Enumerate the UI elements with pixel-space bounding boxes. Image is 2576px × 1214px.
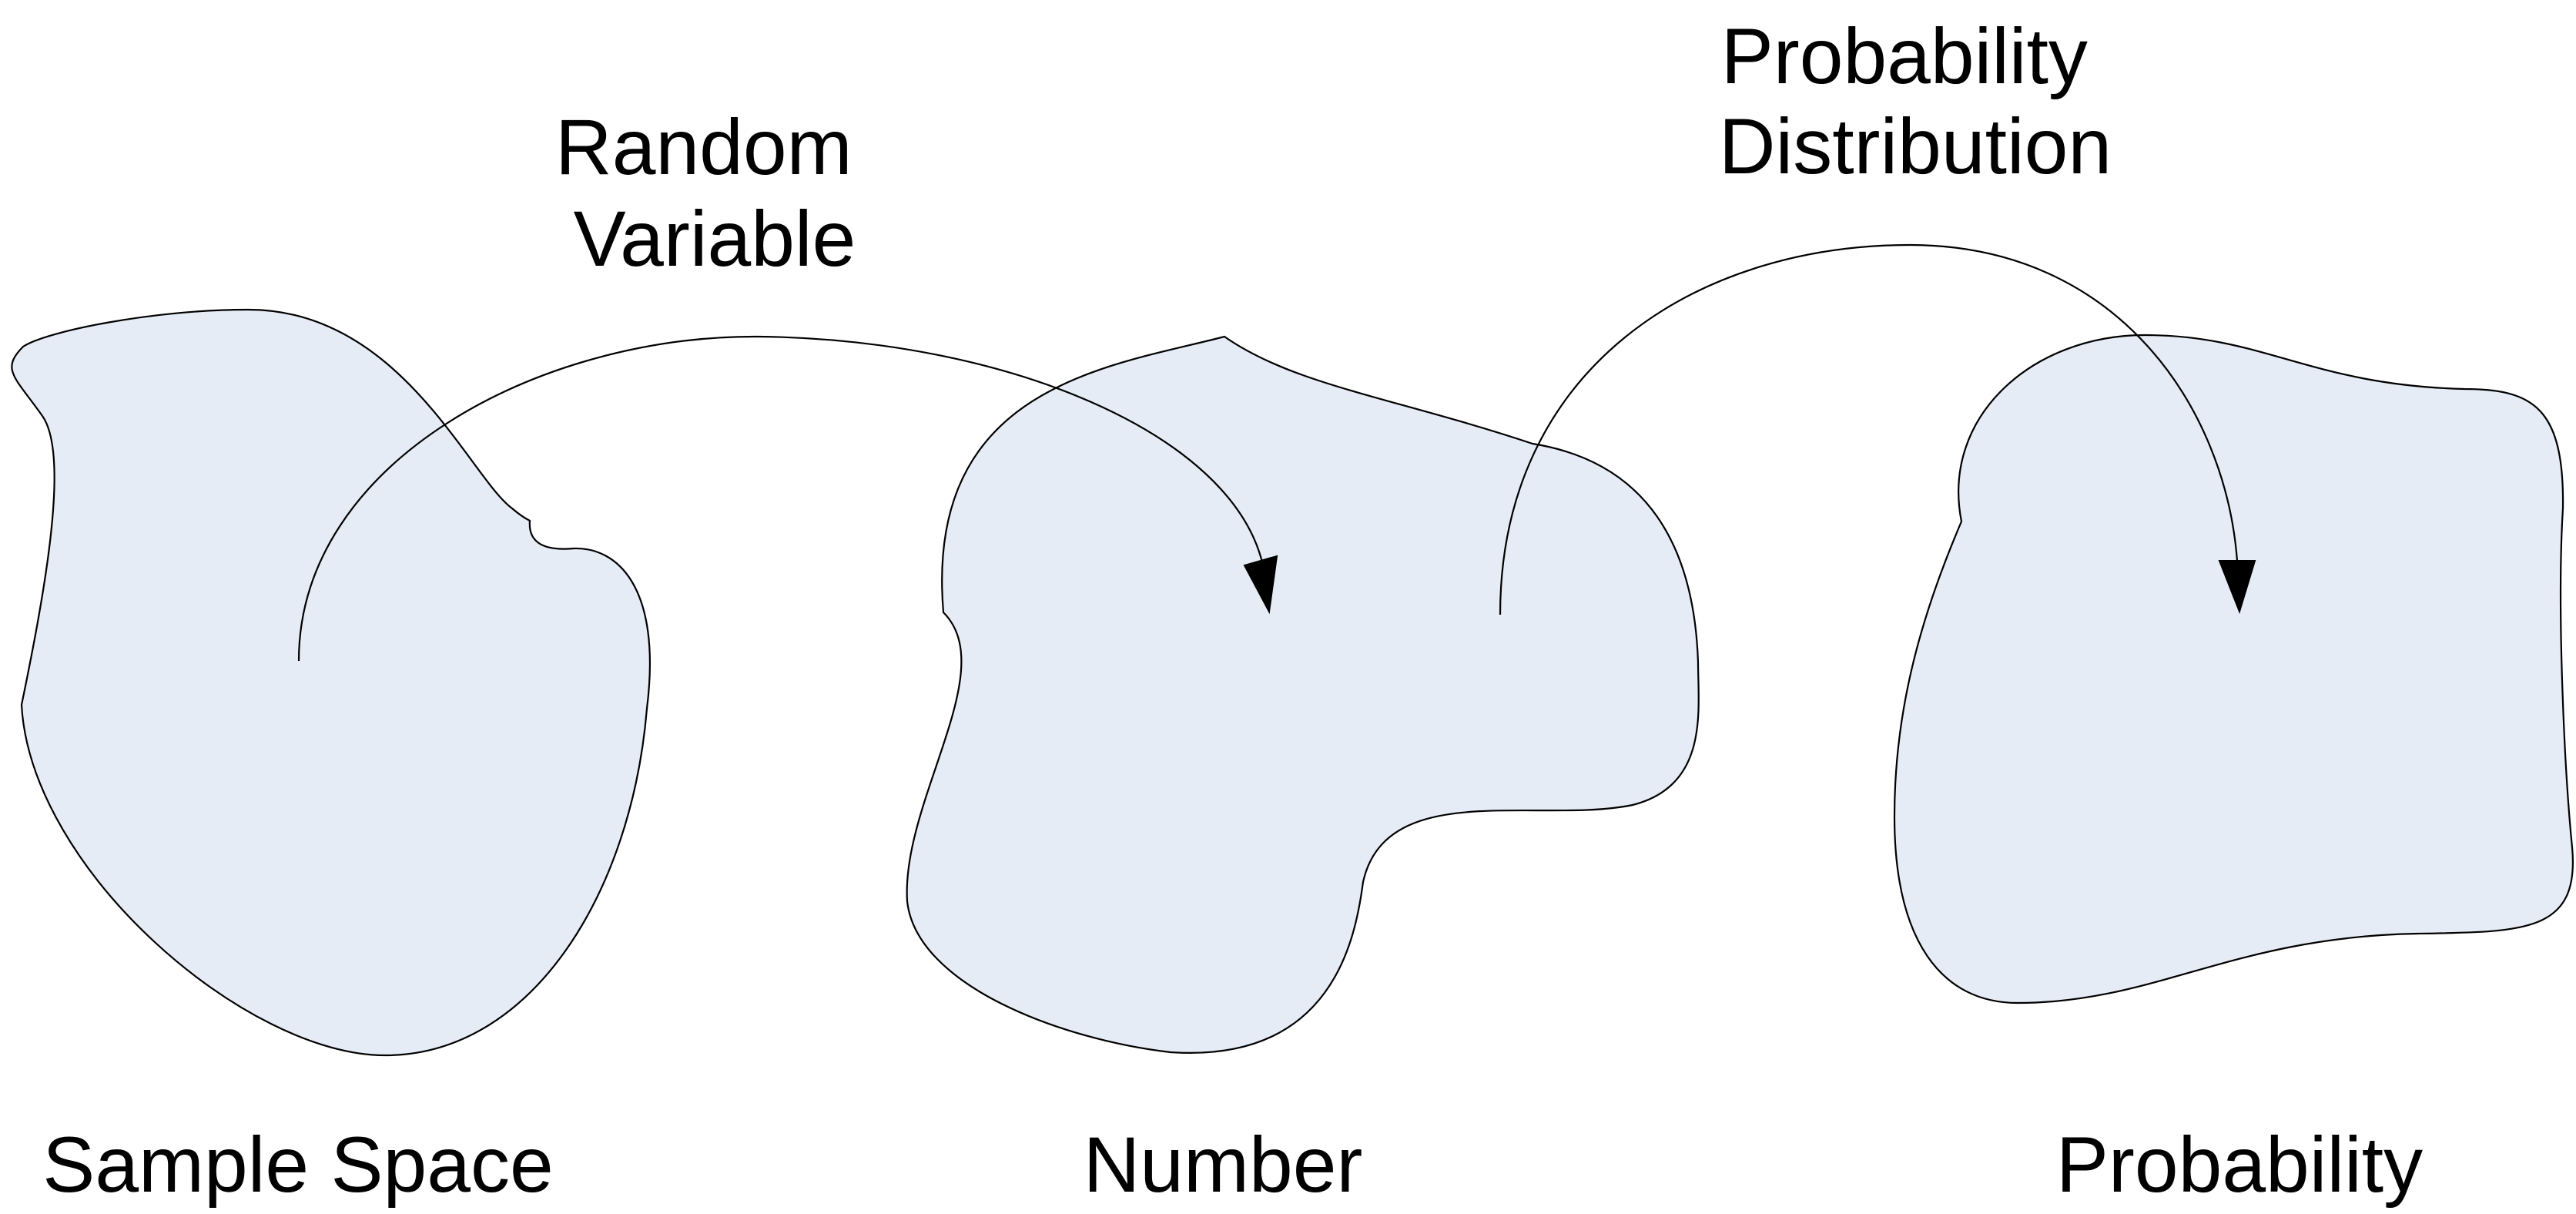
number-region [906,335,1700,1054]
sample-space-label: Sample Space [42,1121,553,1209]
number-label: Number [1084,1121,1363,1209]
random-variable-arrowhead [1243,555,1278,615]
random-variable-arrow [297,335,1265,662]
random-variable-label-line-2: Variable [574,195,856,283]
probability-distribution-arrow [1499,243,2239,615]
random-variable-label-line-1: Random [555,103,853,191]
sample-space-region [11,308,651,1057]
probability-distribution-arrowhead [2218,560,2256,615]
probability-region [1893,334,2574,1004]
probability-distribution-label-line-1: Probability [1721,12,2088,100]
probability-label: Probability [2056,1121,2423,1209]
probability-distribution-label: Probability Distribution [1719,12,2112,190]
probability-distribution-label-line-2: Distribution [1719,102,2112,190]
random-variable-label: Random Variable [555,103,874,283]
